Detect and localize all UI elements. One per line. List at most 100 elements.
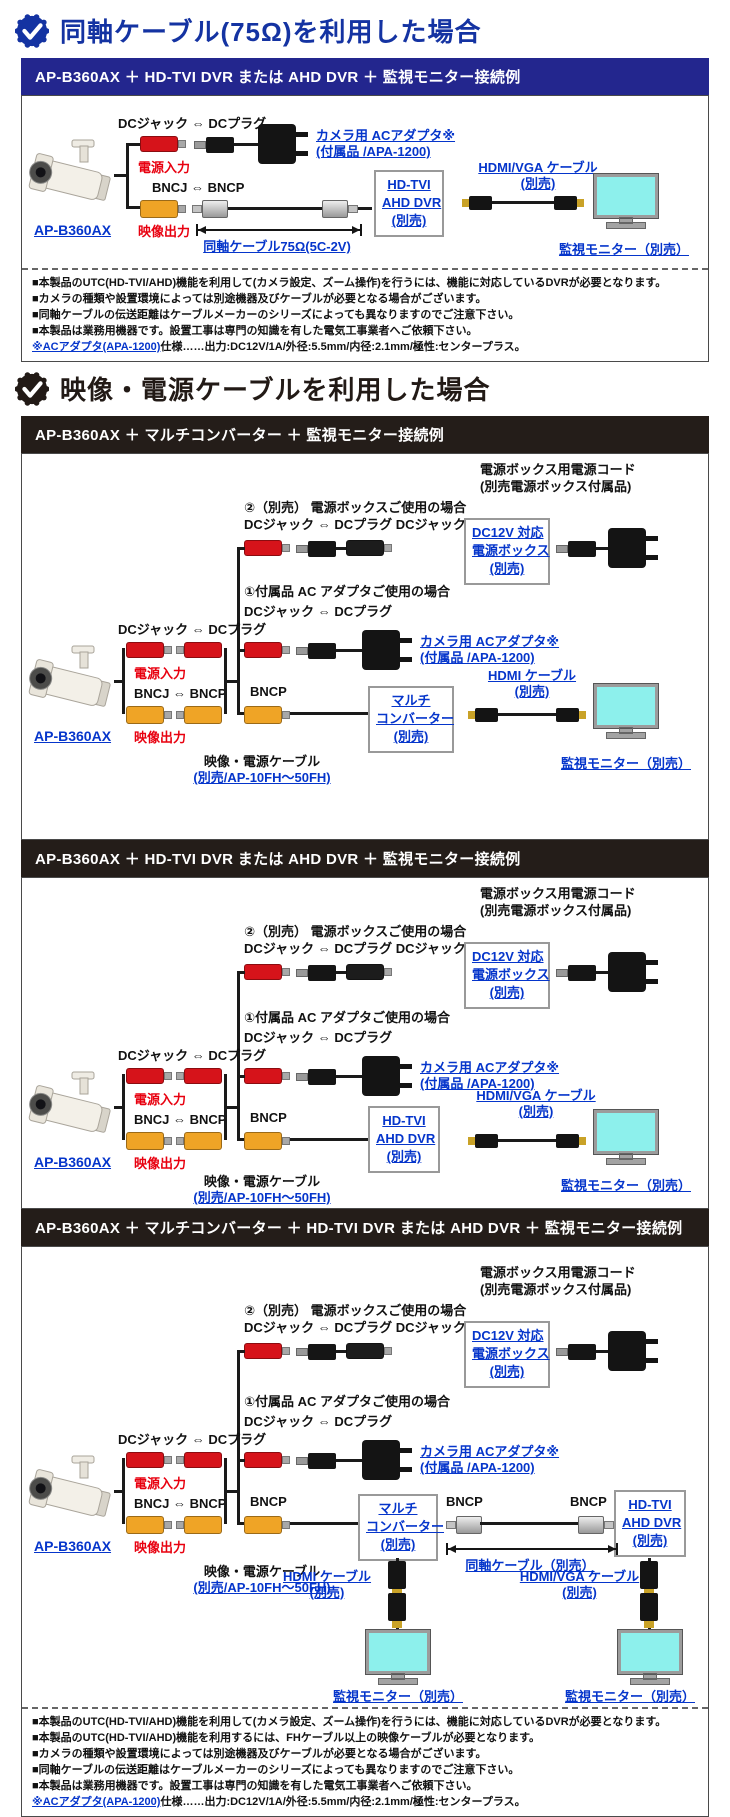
power-box-label-box[interactable]: DC12V 対応 電源ボックス (別売) [464,1321,550,1388]
ac-adapter-link2[interactable]: (付属品 /APA-1200) [420,1460,535,1475]
rca-connector-red [140,136,186,152]
ac-adapter-link[interactable]: カメラ用 ACアダプタ※ [420,1060,560,1075]
hdmi-cable-link2[interactable]: (別売) [309,1585,345,1600]
diagram4-box: ②（別売） 電源ボックスご使用の場合 DCジャック ⇔ DCプラグ DCジャック… [21,1246,709,1817]
rca-connector-red [244,1452,290,1468]
dc-pair-label: DCジャック ⇔ DCプラグ [118,622,267,637]
camera-product-link[interactable]: AP-B360AX [34,222,112,238]
ac-adapter-link2[interactable]: (付属品 /APA-1200) [316,144,431,159]
monitor-link[interactable]: 監視モニター（別売） [560,1178,691,1193]
bncp-label: BNCP [250,1110,287,1125]
case2-label2: DCジャック ⇔ DCプラグ DCジャック [244,941,466,956]
note-line: ■本製品は業務用機器です。設置工事は専門の知識を有した電気工事業者へご依頼下さい… [32,325,478,337]
dvr-label-box[interactable]: HD-TVI AHD DVR (別売) [614,1490,686,1557]
monitor-link[interactable]: 監視モニター（別売） [560,756,691,771]
camera-product-link[interactable]: AP-B360AX [34,728,112,744]
bnc-connector-yellow [244,1132,290,1150]
ac-adapter-spec-link[interactable]: ※ACアダプタ(APA-1200) [32,341,161,353]
rca-connector-red [244,964,290,980]
hdmi-vga-link2[interactable]: (別売) [518,1104,554,1119]
cable-line [336,649,362,652]
bullet-camera-illustration [28,139,111,201]
dvr-line3: (別売) [386,1149,422,1165]
junction-line [237,1138,245,1141]
bnc-connector-yellow [244,706,290,724]
hdmi-connector [640,1561,658,1596]
power-box-line1: DC12V 対応 [472,949,544,964]
hdmi-vga-link2[interactable]: (別売) [520,176,556,191]
av-cable-link[interactable]: (別売/AP-10FH～50FH) [193,770,331,785]
hdmi-vga-link[interactable]: HDMI/VGA ケーブル [478,160,598,175]
dvr-line3: (別売) [391,213,427,229]
hdmi-cable-link[interactable]: HDMI ケーブル [282,1569,372,1584]
bncp-label: BNCP [570,1494,607,1509]
video-output-label: 映像出力 [138,224,191,239]
multi-converter-label-box[interactable]: マルチ コンバーター (別売) [368,686,454,753]
dc-pair-label: DCジャック ⇔ DCプラグ [118,1432,267,1447]
dvr-label-box[interactable]: HD-TVI AHD DVR (別売) [374,170,444,237]
bncp-label: BNCP [250,1494,287,1509]
coax-sold-link[interactable]: 同軸ケーブル（別売） [465,1558,595,1573]
monitor-illustration [593,173,659,229]
bnc-connector-yellow [176,1132,222,1150]
ac-adapter-link[interactable]: カメラ用 ACアダプタ※ [316,128,456,143]
note-line: ■同軸ケーブルの伝送距離はケーブルメーカーのシリーズによっても異なりますのでご注… [32,1764,520,1776]
av-cable-link[interactable]: (別売/AP-10FH～50FH) [193,1190,331,1205]
bnc-plug [578,1516,614,1534]
hdmi-cable-link2[interactable]: (別売) [514,684,550,699]
case1-label: ①付属品 AC アダプタご使用の場合 [244,1010,451,1025]
cable-line [358,207,372,210]
ac-adapter-spec-link[interactable]: ※ACアダプタ(APA-1200) [32,1796,161,1808]
hdmi-connector [556,708,586,722]
monitor-link[interactable]: 監視モニター（別売） [558,242,689,257]
ac-adapter-link2[interactable]: (付属品 /APA-1200) [420,1076,535,1091]
note-line: ■カメラの種類や設置環境によっては別途機器及びケーブルが必要となる場合がございま… [32,293,487,305]
multi-converter-label-box[interactable]: マルチ コンバーター (別売) [358,1494,444,1561]
cable-line [290,1138,368,1141]
dvr-line1: HD-TVI [628,1497,672,1512]
power-box-line3: (別売) [489,985,525,1001]
bncp-label: BNCP [250,684,287,699]
monitor-link[interactable]: 監視モニター（別売） [332,1689,463,1704]
coax-cable-link[interactable]: 同軸ケーブル75Ω(5C-2V) [203,239,351,254]
av-cable-label: 映像・電源ケーブル [203,1174,321,1189]
cable-line [290,712,368,715]
monitor-illustration [365,1629,431,1685]
rca-connector-red [244,1068,290,1084]
dc-jack-black [346,1343,392,1359]
ac-adapter-link2[interactable]: (付属品 /APA-1200) [420,650,535,665]
junction-line [224,1106,240,1109]
power-box-label-box[interactable]: DC12V 対応 電源ボックス (別売) [464,518,550,585]
camera-product-link[interactable]: AP-B360AX [34,1154,112,1170]
ac-adapter [362,630,412,670]
monitor-link[interactable]: 監視モニター（別売） [564,1689,695,1704]
power-cord-plug [608,1331,658,1371]
junction-line [122,648,125,714]
video-output-label: 映像出力 [134,1540,187,1555]
hdmi-vga-link[interactable]: HDMI/VGA ケーブル [519,1569,640,1584]
cable-line [336,1459,362,1462]
dvr-line2: AHD DVR [382,195,442,211]
hdmi-vga-link2[interactable]: (別売) [562,1585,597,1600]
hdmi-vga-link[interactable]: HDMI/VGA ケーブル [476,1088,596,1103]
bnc-connector-yellow [244,1516,290,1534]
ac-adapter-link[interactable]: カメラ用 ACアダプタ※ [420,1444,560,1459]
junction-line [126,143,140,146]
power-box-line3: (別売) [489,1364,525,1380]
bnc-pair-label: BNCJ ⇔ BNCP [152,180,245,195]
rca-connector-red [176,1068,222,1084]
power-box-label-box[interactable]: DC12V 対応 電源ボックス (別売) [464,942,550,1009]
dvr-label-box[interactable]: HD-TVI AHD DVR (別売) [368,1106,440,1173]
hdmi-cable-link[interactable]: HDMI ケーブル [487,668,577,683]
diagram3-header: AP-B360AX ＋ HD-TVI DVR または AHD DVR ＋ 監視モ… [21,840,709,877]
note-line: ■本製品は業務用機器です。設置工事は専門の知識を有した電気工事業者へご依頼下さい… [32,1780,478,1792]
note-line: ※ACアダプタ(APA-1200)仕様……出力:DC12V/1A/外径:5.5m… [32,339,698,355]
dc-pair-label: DCジャック ⇔ DCプラグ [118,116,267,131]
case2-label: ②（別売） 電源ボックスご使用の場合 [244,924,467,939]
av-cable-link[interactable]: (別売/AP-10FH～50FH) [193,1580,331,1595]
power-box-line2: 電源ボックス [472,543,550,559]
camera-product-link[interactable]: AP-B360AX [34,1538,112,1554]
junction-line [237,971,245,974]
ac-adapter-link[interactable]: カメラ用 ACアダプタ※ [420,634,560,649]
